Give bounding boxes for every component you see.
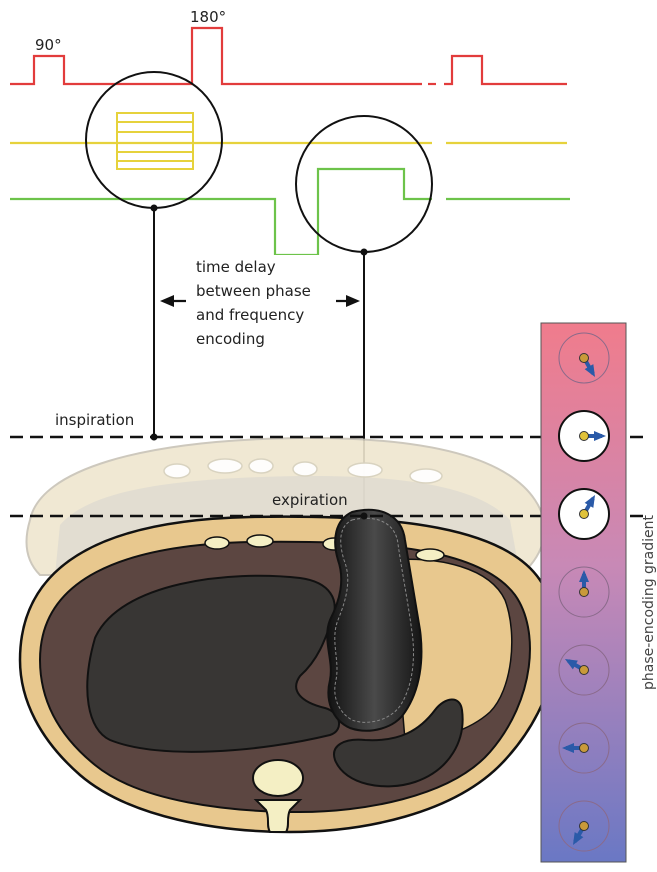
- pulse-sequence: 90° 180°: [10, 8, 570, 255]
- pulse-90-label: 90°: [35, 36, 62, 54]
- spin-marker: [559, 411, 609, 461]
- frequency-line: [10, 169, 432, 255]
- spin-center-dot: [580, 822, 589, 831]
- spin-marker: [559, 489, 609, 539]
- pulse-180-label: 180°: [190, 8, 226, 26]
- time-delay-line-1: time delay: [196, 258, 276, 276]
- phase-encoding-gradient-label: phase-encoding gradient: [641, 514, 657, 690]
- phase-encoding-steps: [117, 113, 193, 169]
- inspiration-label: inspiration: [55, 411, 134, 429]
- phase-encoding-panel: [541, 323, 626, 862]
- expiration-label: expiration: [272, 491, 348, 509]
- spin-center-dot: [580, 354, 589, 363]
- phase-leader-dot-top: [151, 205, 158, 212]
- spin-center-dot: [580, 588, 589, 597]
- frequency-leader-dot-top: [361, 249, 368, 256]
- frequency-magnifier-circle: [296, 116, 432, 252]
- time-delay-line-2: between phase: [196, 282, 311, 300]
- spin-center-dot: [580, 510, 589, 519]
- time-delay-line-4: encoding: [196, 330, 265, 348]
- spin-center-dot: [580, 744, 589, 753]
- inspiration-marker-dot: [151, 434, 158, 441]
- spin-center-dot: [580, 432, 589, 441]
- phase-magnifier-circle: [86, 72, 222, 208]
- time-delay-line-3: and frequency: [196, 306, 304, 324]
- rf-line: [10, 28, 422, 84]
- rf-line-continued: [444, 56, 567, 84]
- spin-center-dot: [580, 666, 589, 675]
- expiration-marker-dot: [361, 513, 368, 520]
